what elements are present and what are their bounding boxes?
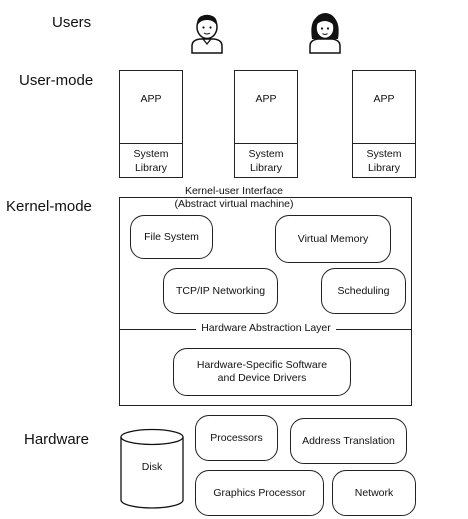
kernel-user-interface-label: Kernel-user Interface (Abstract virtual … <box>0 185 468 211</box>
male-user-icon <box>191 14 223 54</box>
layer-label-user-mode: User-mode <box>19 72 94 89</box>
processors-box: Processors <box>195 415 278 461</box>
system-library-label: System Library <box>366 147 402 174</box>
disk-label: Disk <box>141 461 163 473</box>
network-box: Network <box>332 470 416 516</box>
app-label: APP <box>140 93 162 105</box>
file-system-box: File System <box>130 215 213 259</box>
app-box-3: APP System Library <box>352 70 416 178</box>
system-library-label: System Library <box>133 147 169 174</box>
device-drivers-box: Hardware-Specific Software and Device Dr… <box>173 348 351 396</box>
hardware-abstraction-layer-label: Hardware Abstraction Layer <box>120 322 412 335</box>
app-label: APP <box>255 93 277 105</box>
app-box-2: APP System Library <box>234 70 298 178</box>
graphics-processor-box: Graphics Processor <box>195 470 324 516</box>
tcpip-networking-box: TCP/IP Networking <box>163 268 278 314</box>
app-box-1: APP System Library <box>119 70 183 178</box>
virtual-memory-box: Virtual Memory <box>275 215 391 263</box>
app-label: APP <box>373 93 395 105</box>
scheduling-box: Scheduling <box>321 268 406 314</box>
disk-cylinder-icon <box>120 428 184 509</box>
layer-label-users: Users <box>52 14 92 31</box>
layer-label-hardware: Hardware <box>24 431 90 448</box>
address-translation-box: Address Translation <box>290 418 407 464</box>
system-library-label: System Library <box>248 147 284 174</box>
layer-label-kernel-mode: Kernel-mode <box>6 198 92 215</box>
female-user-icon <box>309 13 341 54</box>
